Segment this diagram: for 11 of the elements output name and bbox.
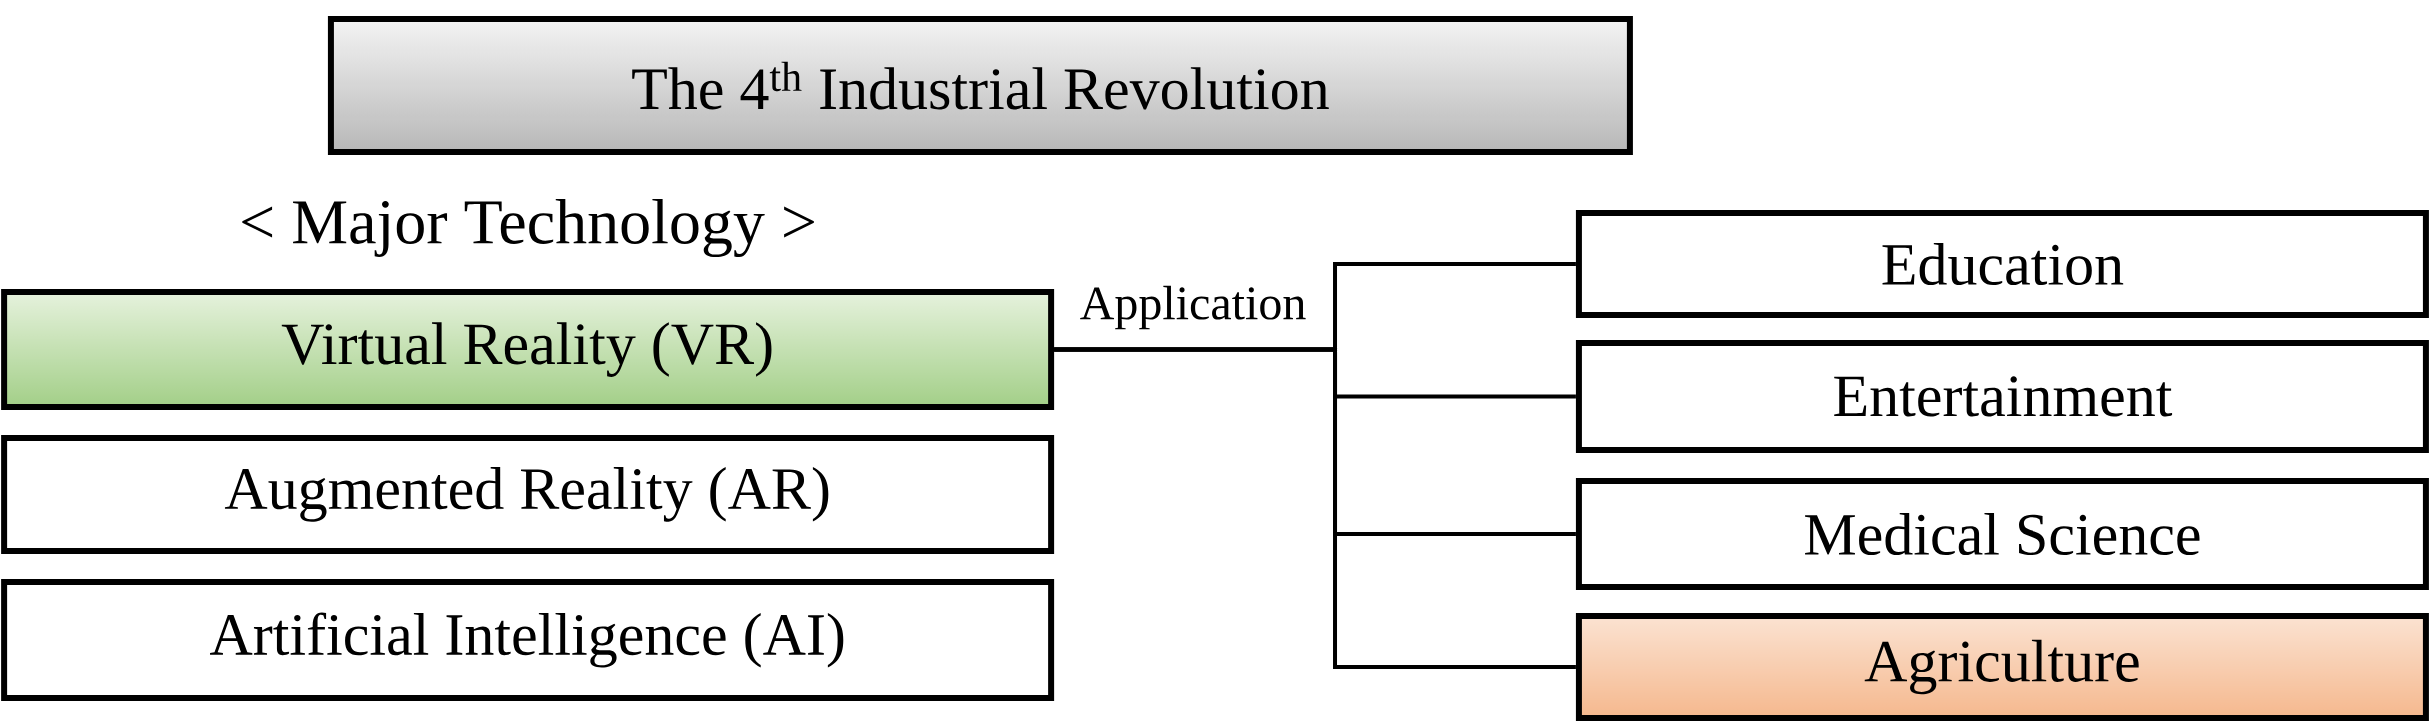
technology-box: Artificial Intelligence (AI)	[1, 579, 1055, 701]
connector-line	[1054, 347, 1576, 669]
application-box: Education	[1575, 210, 2429, 318]
application-box: Medical Science	[1575, 478, 2429, 590]
title-box: The 4$^{th}$ Industrial Revolution	[327, 16, 1633, 156]
technology-box: Augmented Reality (AR)	[1, 434, 1055, 554]
technology-box: Virtual Reality (VR)	[1, 289, 1055, 411]
application-box: Entertainment	[1575, 339, 2429, 453]
edge-label: Application	[1075, 281, 1311, 334]
application-box: Agriculture	[1575, 613, 2429, 721]
heading-text: < Major Technology >	[242, 198, 814, 258]
